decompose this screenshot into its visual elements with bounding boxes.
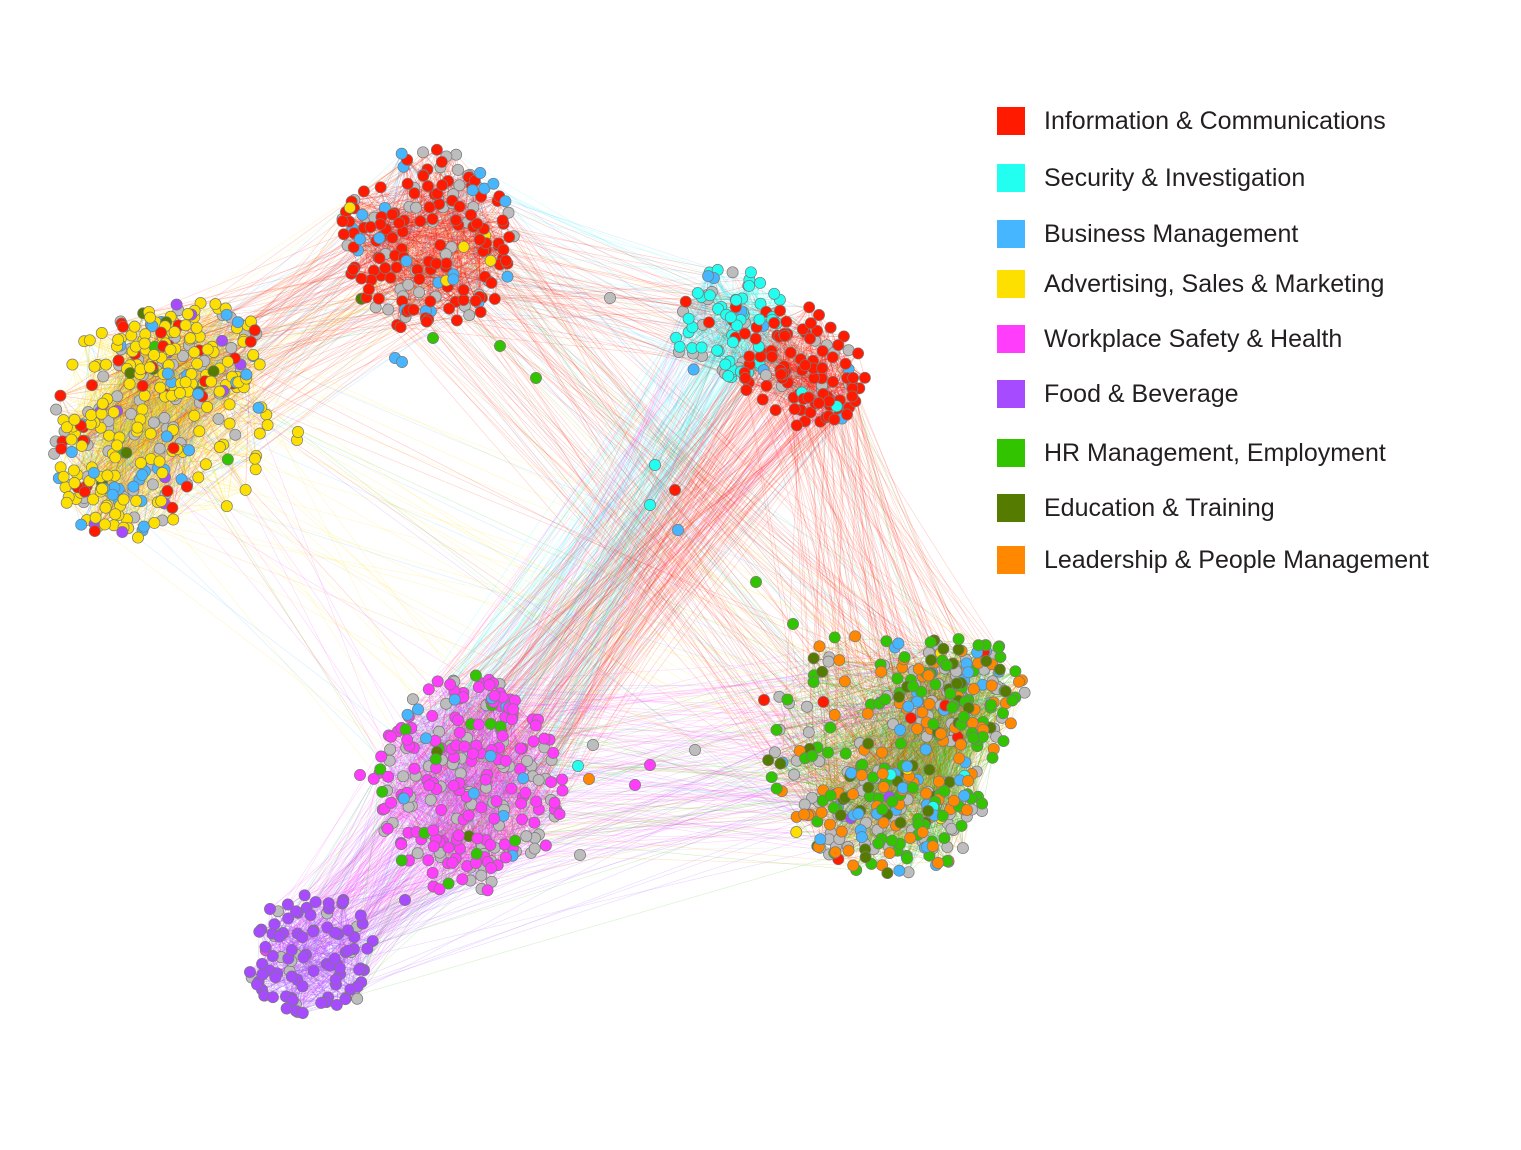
network-edge — [72, 364, 143, 410]
network-edge — [162, 458, 256, 521]
network-edge — [480, 196, 499, 244]
network-edge — [409, 206, 487, 244]
network-edge — [72, 317, 231, 365]
network-edge — [399, 222, 487, 251]
network-edge — [426, 201, 506, 322]
network-edge — [84, 324, 248, 492]
network-edge — [455, 175, 469, 221]
network-edge — [400, 223, 478, 290]
network-edge — [137, 359, 228, 507]
network-edge — [378, 188, 485, 299]
network-edge — [362, 194, 435, 215]
network-edge — [438, 203, 486, 277]
network-edge — [437, 198, 476, 302]
network-edge — [408, 207, 417, 310]
network-edge — [457, 224, 480, 298]
network-edge — [352, 214, 472, 270]
network-edge — [351, 220, 405, 274]
network-edge — [375, 222, 468, 308]
network-edge — [452, 203, 501, 265]
network-edge — [422, 152, 486, 277]
network-edge — [72, 364, 100, 409]
network-edge — [347, 228, 484, 246]
network-edge — [451, 200, 454, 280]
network-edge — [448, 200, 498, 309]
network-edge — [347, 245, 504, 251]
network-edge — [430, 276, 486, 312]
network-edge — [409, 206, 436, 297]
network-edge — [80, 428, 167, 525]
network-edge — [403, 166, 475, 182]
network-edge — [408, 196, 500, 286]
network-edge — [453, 249, 504, 280]
network-edge — [353, 149, 438, 209]
network-edge — [417, 221, 433, 270]
network-edge — [353, 187, 381, 234]
network-edge — [175, 398, 262, 408]
network-edge — [371, 183, 494, 281]
network-edge — [432, 196, 500, 220]
network-edge — [359, 238, 401, 328]
network-edge — [413, 201, 506, 310]
network-edge — [423, 175, 429, 320]
network-edge — [438, 203, 476, 302]
network-edge — [65, 373, 169, 488]
network-edge — [133, 472, 163, 518]
network-edge — [361, 226, 371, 299]
network-edge — [378, 298, 464, 301]
network-edge — [394, 255, 420, 293]
network-edge — [425, 194, 454, 311]
network-edge — [384, 185, 429, 209]
network-edge — [425, 149, 438, 311]
network-edge — [367, 223, 380, 299]
network-edge — [353, 194, 435, 209]
network-edge — [407, 183, 484, 252]
network-edge — [370, 172, 481, 281]
network-edge — [406, 263, 508, 312]
network-edge — [439, 206, 460, 246]
network-edge — [94, 422, 257, 457]
edges-layer — [53, 149, 1025, 1014]
network-edge — [378, 196, 482, 299]
network-edge — [130, 373, 141, 415]
network-edge — [392, 237, 490, 282]
network-edge — [400, 174, 471, 328]
network-edge — [430, 193, 438, 312]
network-edge — [379, 236, 514, 239]
network-edge — [484, 223, 504, 277]
network-edge — [397, 276, 486, 326]
network-edge — [345, 149, 438, 213]
network-edge — [418, 292, 470, 316]
network-edge — [430, 223, 478, 302]
network-edge — [407, 183, 491, 261]
network-edge — [409, 276, 486, 310]
network-edge — [406, 244, 441, 262]
network-edge — [430, 289, 464, 312]
network-edge — [448, 223, 504, 309]
network-edge — [423, 175, 432, 312]
network-edge — [164, 382, 172, 504]
network-edge — [432, 221, 484, 252]
network-edge — [380, 187, 447, 264]
network-edge — [170, 349, 256, 459]
network-edge — [457, 169, 474, 208]
